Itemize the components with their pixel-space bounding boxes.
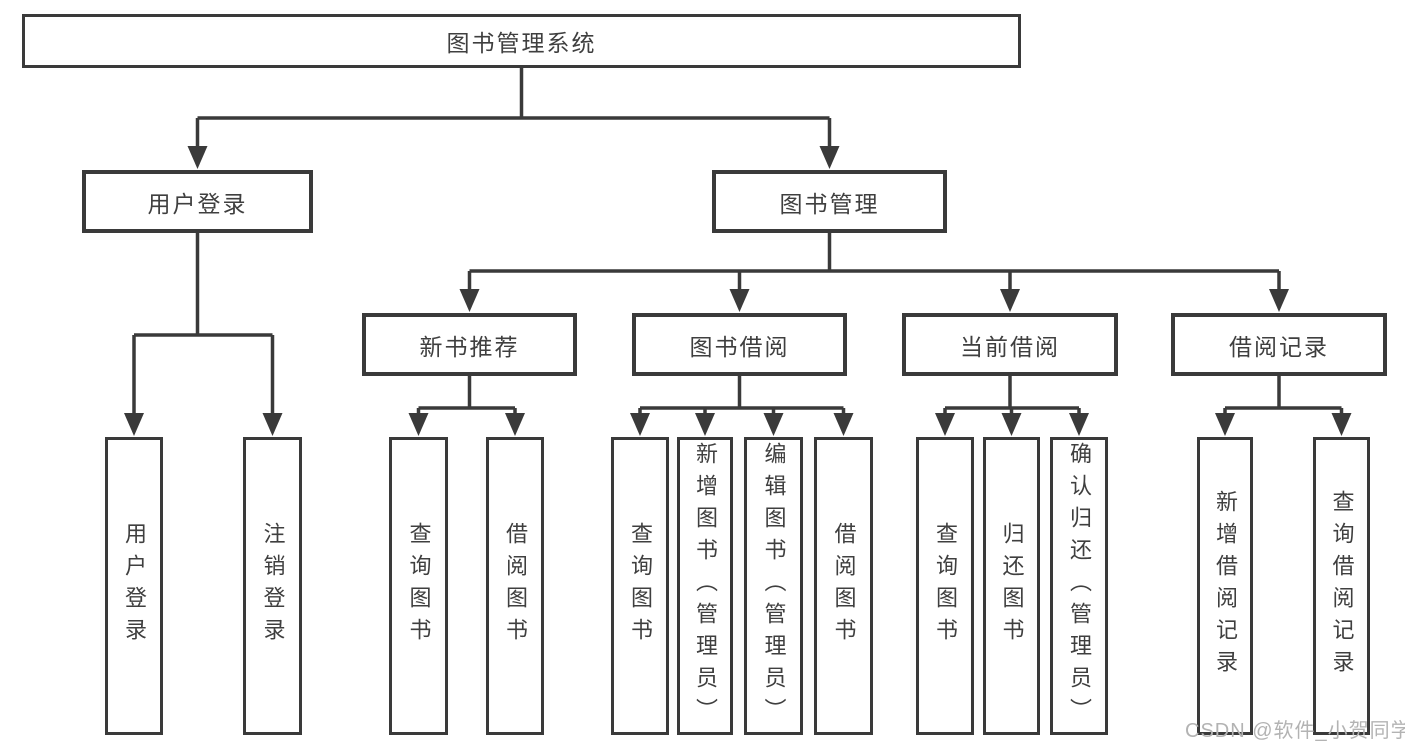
arrowhead-icon	[833, 413, 854, 436]
node-current-borrow-label: 当前借阅	[960, 333, 1060, 360]
leaf-query-borrow-record-label: 查询借阅记录	[1329, 490, 1355, 682]
node-user-login-label: 用户登录	[147, 190, 248, 217]
node-root-label: 图书管理系统	[446, 30, 597, 56]
leaf-user-login-label: 用户登录	[122, 522, 147, 650]
leaf-return-book-label: 归还图书	[999, 522, 1025, 650]
arrowhead-icon	[187, 146, 208, 169]
arrowhead-icon	[124, 413, 144, 436]
leaf-user-login: 用户登录	[105, 437, 163, 735]
leaf-add-book-admin: 新增图书（管理员）	[677, 437, 733, 735]
leaf-newrec-borrow-book: 借阅图书	[486, 437, 544, 735]
node-borrow-record-label: 借阅记录	[1229, 333, 1329, 360]
leaf-current-query-book-label: 查询图书	[933, 522, 958, 650]
leaf-edit-book-admin: 编辑图书（管理员）	[744, 437, 803, 735]
leaf-logout-label: 注销登录	[260, 522, 286, 650]
node-current-borrow: 当前借阅	[902, 313, 1118, 376]
leaf-confirm-return-admin: 确认归还（管理员）	[1050, 437, 1108, 735]
arrowhead-icon	[459, 289, 480, 312]
leaf-logout: 注销登录	[243, 437, 302, 735]
node-book-management-label: 图书管理	[779, 190, 880, 217]
node-book-borrow-label: 图书借阅	[689, 333, 790, 360]
arrowhead-icon	[1069, 413, 1089, 436]
leaf-borrow-query-book-label: 查询图书	[628, 522, 653, 650]
leaf-borrow-borrow-book-label: 借阅图书	[831, 522, 857, 650]
arrowhead-icon	[630, 413, 650, 436]
leaf-newrec-query-book: 查询图书	[389, 437, 448, 735]
leaf-newrec-borrow-book-label: 借阅图书	[503, 522, 528, 650]
leaf-confirm-return-admin-label: 确认归还（管理员）	[1067, 442, 1092, 730]
leaf-borrow-borrow-book: 借阅图书	[814, 437, 873, 735]
arrowhead-icon	[1001, 413, 1022, 436]
leaf-borrow-query-book: 查询图书	[611, 437, 669, 735]
arrowhead-icon	[695, 413, 715, 436]
node-borrow-record: 借阅记录	[1171, 313, 1387, 376]
arrowhead-icon	[935, 413, 955, 436]
arrowhead-icon	[819, 146, 840, 169]
node-book-management: 图书管理	[712, 170, 947, 233]
node-user-login: 用户登录	[82, 170, 313, 233]
leaf-add-book-admin-label: 新增图书（管理员）	[693, 442, 718, 730]
node-root: 图书管理系统	[22, 14, 1021, 68]
leaf-newrec-query-book-label: 查询图书	[406, 522, 432, 650]
arrowhead-icon	[1000, 289, 1020, 312]
leaf-add-borrow-record: 新增借阅记录	[1197, 437, 1253, 735]
leaf-add-borrow-record-label: 新增借阅记录	[1213, 490, 1238, 682]
arrowhead-icon	[505, 413, 525, 436]
arrowhead-icon	[729, 289, 750, 312]
node-new-book-recommend: 新书推荐	[362, 313, 577, 376]
arrowhead-icon	[763, 413, 784, 436]
leaf-edit-book-admin-label: 编辑图书（管理员）	[761, 442, 787, 730]
leaf-return-book: 归还图书	[983, 437, 1040, 735]
arrowhead-icon	[1331, 413, 1352, 436]
arrowhead-icon	[408, 413, 429, 436]
arrowhead-icon	[1215, 413, 1235, 436]
leaf-query-borrow-record: 查询借阅记录	[1313, 437, 1370, 735]
arrowhead-icon	[262, 413, 283, 436]
arrowhead-icon	[1269, 289, 1289, 312]
node-new-book-recommend-label: 新书推荐	[419, 333, 520, 360]
leaf-current-query-book: 查询图书	[916, 437, 974, 735]
csdn-watermark: CSDN @软件_小贺同学	[1185, 720, 1405, 742]
node-book-borrow: 图书借阅	[632, 313, 847, 376]
